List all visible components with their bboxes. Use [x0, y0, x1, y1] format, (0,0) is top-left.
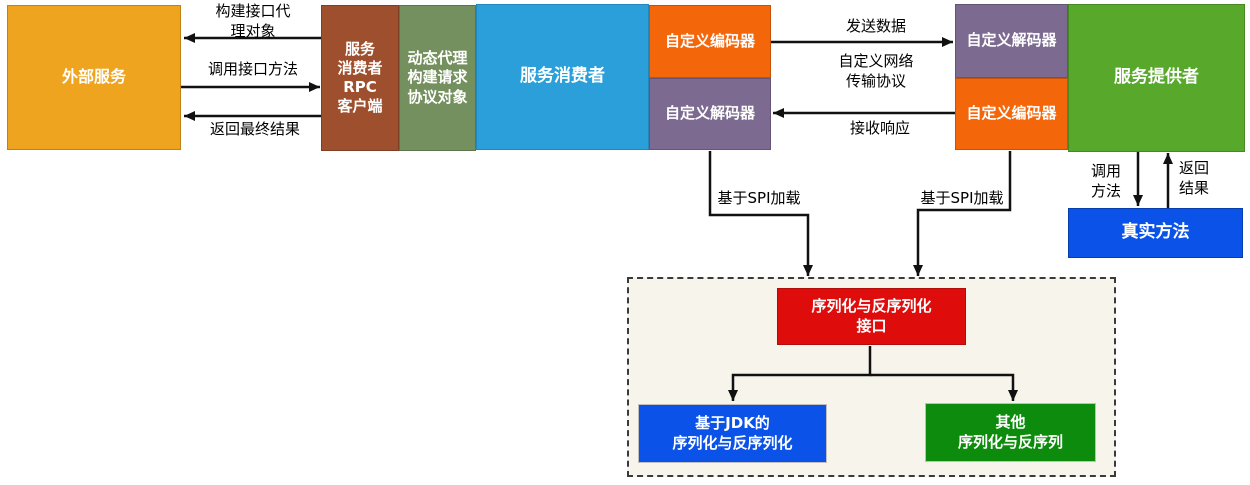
label-send-data: 发送数据 — [845, 17, 906, 35]
dynamic-proxy-box: 动态代理 构建请求 协议对象 — [399, 5, 476, 151]
jdk-serialization-box: 基于JDK的 序列化与反序列化 — [638, 404, 827, 463]
rpc-client-box: 服务 消费者 RPC 客户端 — [321, 5, 399, 151]
label-network-protocol: 自定义网络 传输协议 — [838, 52, 914, 90]
provider-encoder-box: 自定义编码器 — [955, 78, 1068, 150]
label-return-result: 返回 结果 — [1178, 159, 1209, 197]
provider-decoder-box: 自定义解码器 — [955, 4, 1068, 78]
service-provider-box: 服务提供者 — [1068, 4, 1245, 152]
label-build-proxy: 构建接口代 理对象 — [215, 2, 291, 40]
arrow-spi-load-left — [708, 151, 813, 276]
label-spi-load-left: 基于SPI加载 — [717, 189, 801, 207]
label-call-method: 调用 方法 — [1090, 162, 1121, 200]
service-consumer-box: 服务消费者 — [476, 4, 649, 150]
label-receive-response: 接收响应 — [849, 119, 910, 137]
consumer-encoder-box: 自定义编码器 — [649, 5, 771, 78]
serialization-interface-box: 序列化与反序列化 接口 — [777, 288, 966, 345]
arrow-spi-load-right — [913, 151, 1012, 276]
consumer-decoder-box: 自定义解码器 — [649, 78, 771, 150]
other-serialization-box: 其他 序列化与反序列 — [925, 403, 1096, 462]
label-return-final: 返回最终结果 — [209, 120, 300, 138]
real-method-box: 真实方法 — [1068, 208, 1243, 258]
label-spi-load-right: 基于SPI加载 — [920, 189, 1004, 207]
external-service-box: 外部服务 — [7, 5, 181, 150]
label-call-interface: 调用接口方法 — [207, 60, 298, 78]
